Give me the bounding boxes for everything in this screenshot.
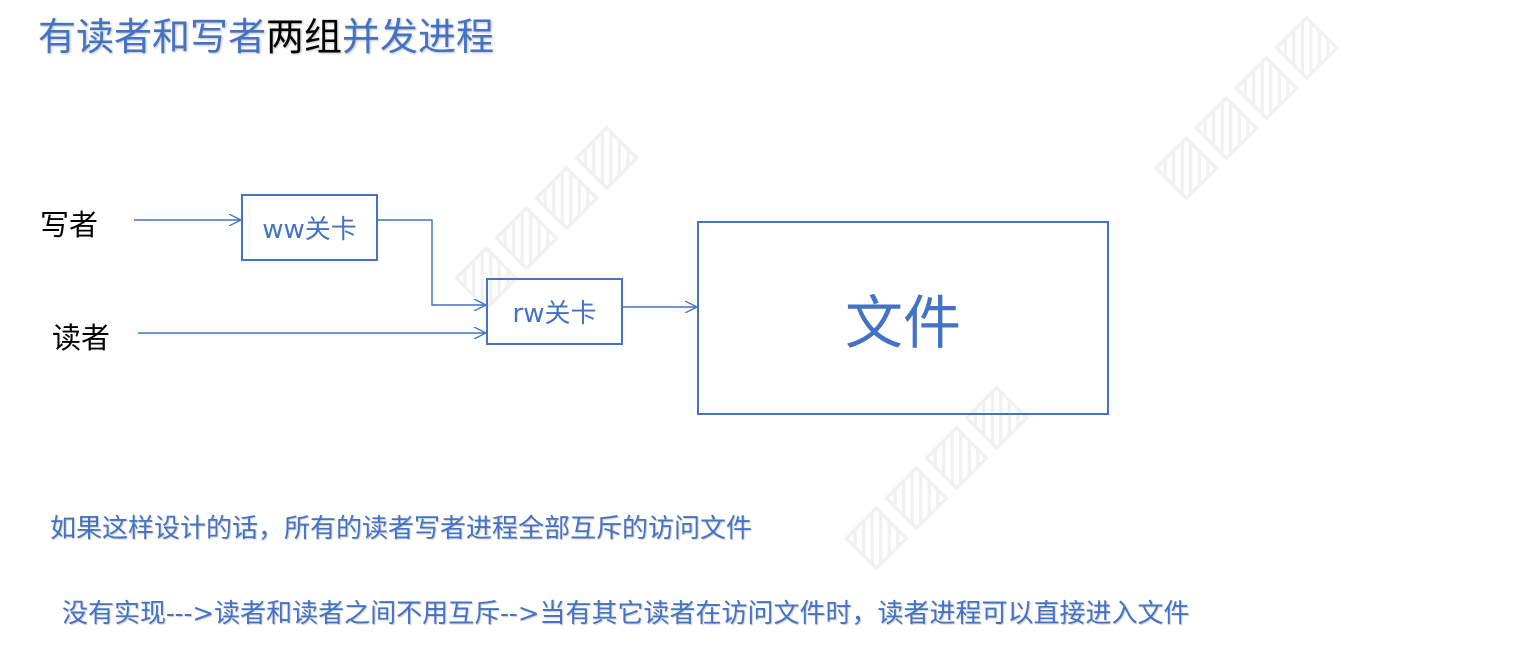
rw-gate-box: rw关卡 [486, 278, 623, 345]
note-line-2: 没有实现--->读者和读者之间不用互斥-->当有其它读者在访问文件时，读者进程可… [62, 599, 1190, 629]
ww-gate-label: ww关卡 [262, 215, 357, 245]
title-part-1: 有读者和写者 [38, 15, 267, 59]
page-title: 有读者和写者两组并发进程 [38, 6, 494, 61]
rw-gate-label: rw关卡 [512, 299, 597, 329]
title-part-2: 两组 [266, 15, 343, 59]
file-box: 文件 [697, 221, 1109, 415]
writer-label: 写者 [40, 208, 99, 242]
reader-label: 读者 [52, 321, 111, 355]
note-line-1: 如果这样设计的话，所有的读者写者进程全部互斥的访问文件 [50, 514, 753, 544]
ww-to-rw-arrow [377, 219, 485, 305]
title-part-3: 并发进程 [342, 15, 495, 59]
ww-gate-box: ww关卡 [241, 194, 378, 261]
file-label: 文件 [844, 289, 961, 357]
